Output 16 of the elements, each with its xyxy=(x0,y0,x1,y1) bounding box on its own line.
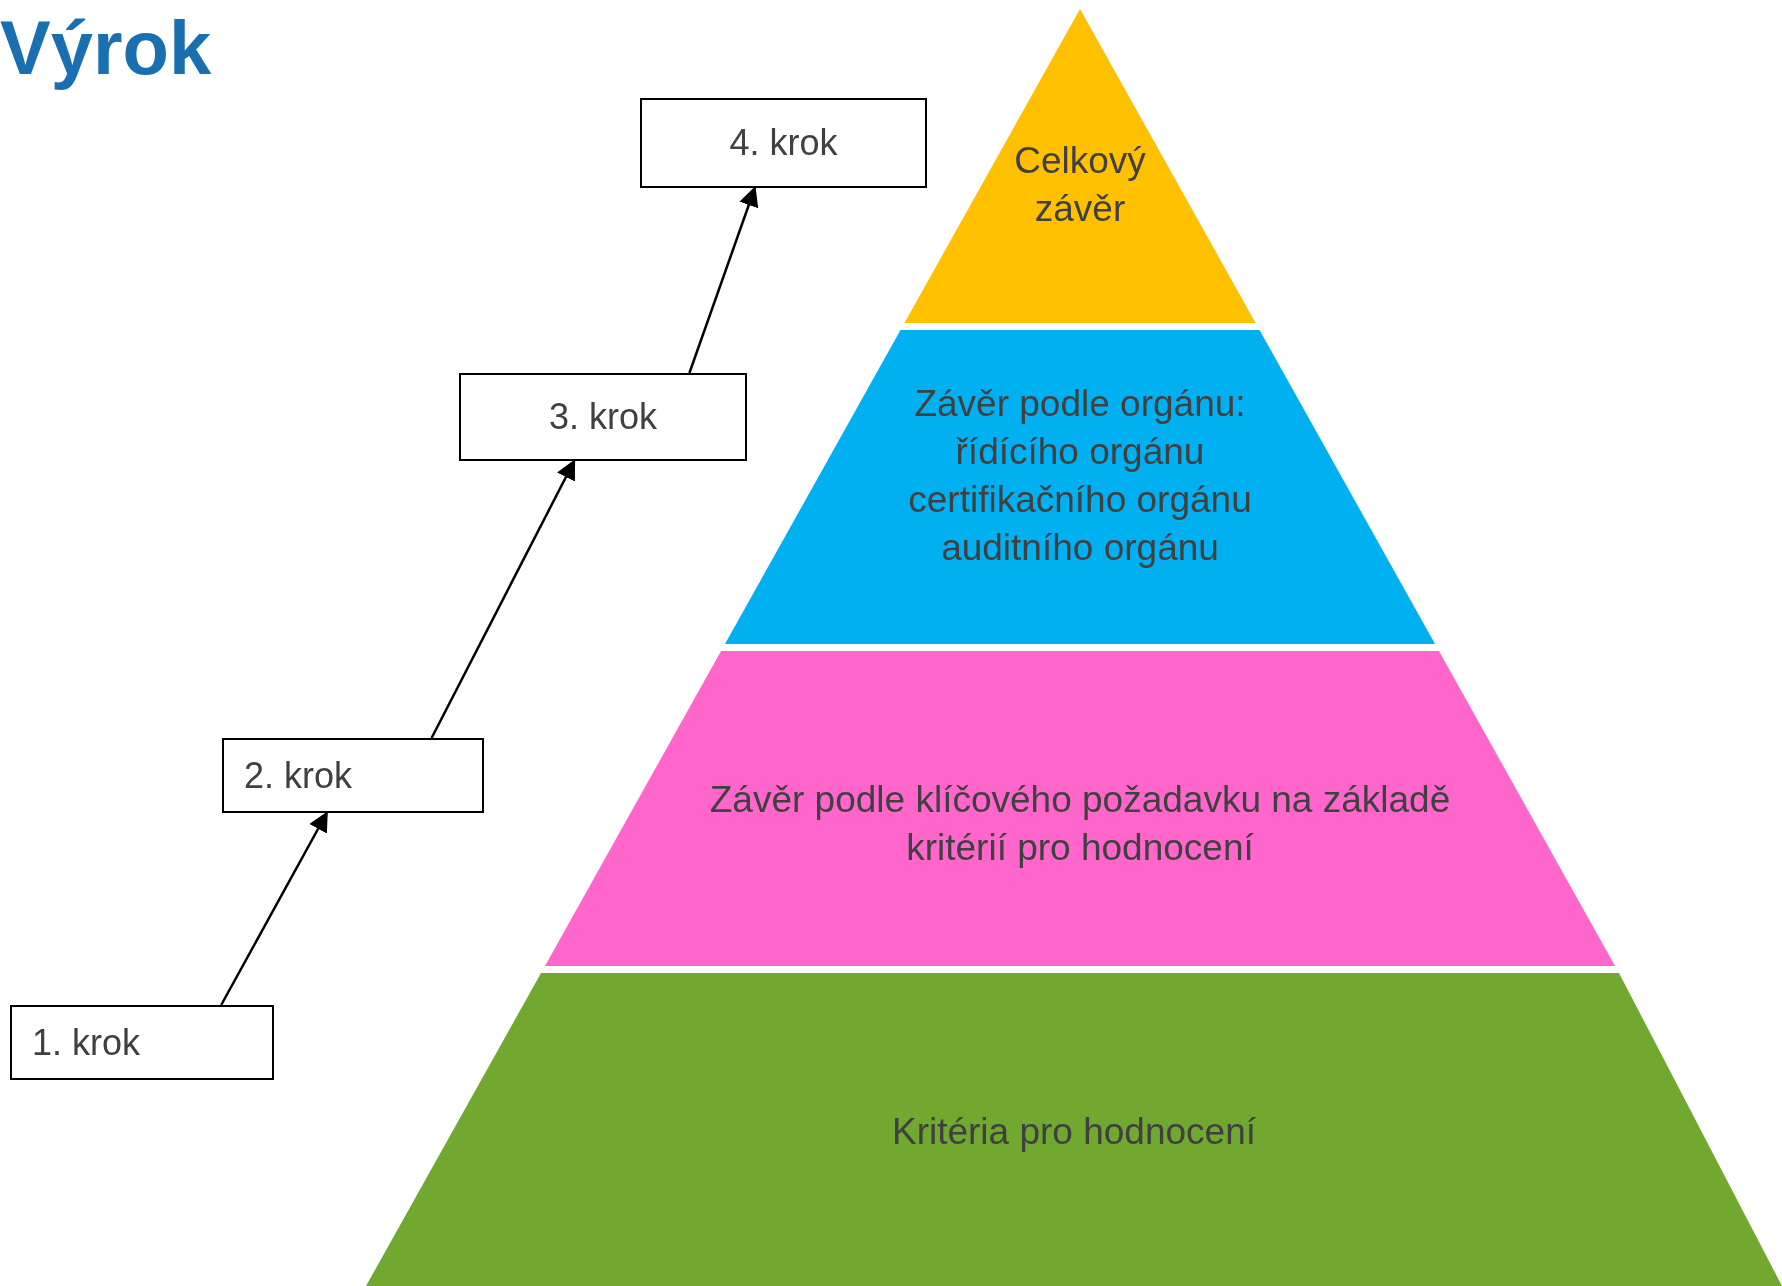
level-label: Kritéria pro hodnocení xyxy=(890,1110,1258,1154)
arrow xyxy=(430,459,576,739)
page-title: Výrok xyxy=(0,4,212,91)
arrow xyxy=(220,811,328,1006)
arrow xyxy=(688,186,759,374)
step-box xyxy=(459,373,747,461)
step-label: 1. krok xyxy=(32,1021,141,1064)
step-box xyxy=(10,1005,274,1080)
step-label: 4. krok xyxy=(729,122,838,164)
step-box xyxy=(222,738,484,813)
step-label: 2. krok xyxy=(244,754,353,797)
level-label: Celkový závěr xyxy=(1013,139,1147,232)
level-label: Závěr podle klíčového požadavku na základě kritérií pro hodnocení xyxy=(708,778,1452,871)
level-label: Závěr podle orgánu: řídícího orgánu certifikačního orgánu auditního orgánu xyxy=(907,382,1253,571)
step-label: 3. krok xyxy=(548,396,657,438)
step-box xyxy=(640,98,927,188)
